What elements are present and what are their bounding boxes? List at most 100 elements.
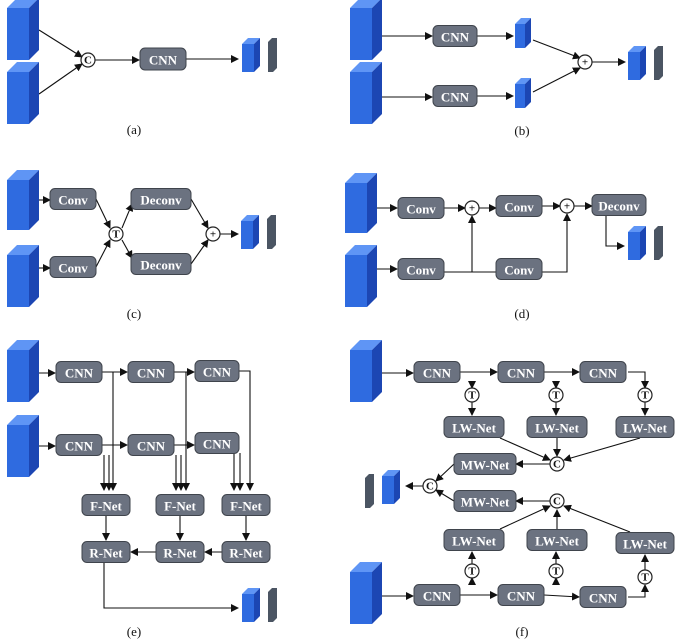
d-add-node-1: + bbox=[464, 200, 480, 216]
a-concat-node-symbol: C bbox=[84, 55, 92, 67]
e-rnet-3-label: R-Net bbox=[229, 546, 263, 561]
f-transform-bottom-2-symbol: T bbox=[552, 566, 560, 578]
f-concat-top: C bbox=[549, 456, 565, 472]
connector-arrow bbox=[628, 371, 649, 389]
f-input-bottom bbox=[350, 562, 382, 624]
connector-arrow bbox=[499, 437, 551, 461]
caption-b: (b) bbox=[514, 123, 529, 138]
c-deconv-top-label: Deconv bbox=[140, 193, 182, 208]
f-transform-bottom-1: T bbox=[464, 563, 480, 579]
d-output-feature bbox=[628, 226, 646, 260]
e-cnn-top-3: CNN bbox=[194, 360, 240, 382]
e-input-bottom bbox=[7, 415, 39, 477]
e-cnn-bottom-3-label: CNN bbox=[203, 437, 232, 452]
e-cnn-bottom-2-label: CNN bbox=[137, 439, 166, 454]
b-add-node: + bbox=[577, 54, 593, 70]
c-add-node: + bbox=[205, 226, 221, 242]
connector-arrow bbox=[605, 216, 625, 250]
c-input-bottom bbox=[7, 245, 39, 307]
b-output-result bbox=[654, 46, 663, 80]
connector-arrow bbox=[435, 489, 455, 502]
connector-arrow bbox=[38, 63, 83, 95]
c-conv-bottom: Conv bbox=[49, 256, 97, 278]
f-cnn-top-2: CNN bbox=[497, 361, 545, 383]
f-lwnet-bottom-3: LW-Net bbox=[615, 532, 675, 554]
caption-f: (f) bbox=[516, 624, 529, 639]
c-deconv-bottom-label: Deconv bbox=[140, 258, 182, 273]
f-concat-final: C bbox=[422, 478, 438, 494]
d-conv-1: Conv bbox=[397, 197, 445, 219]
f-transform-bottom-3-symbol: T bbox=[641, 572, 649, 584]
connector-arrow bbox=[563, 504, 631, 533]
connector-arrow bbox=[435, 463, 455, 482]
e-rnet-2-label: R-Net bbox=[163, 546, 197, 561]
f-cnn-bottom-2-label: CNN bbox=[507, 589, 536, 604]
e-cnn-bottom-2: CNN bbox=[127, 434, 175, 456]
a-concat-node: C bbox=[80, 52, 96, 68]
b-input-top bbox=[350, 0, 382, 60]
f-transform-top-1-symbol: T bbox=[468, 390, 476, 402]
f-cnn-bottom-1-label: CNN bbox=[423, 589, 452, 604]
c-input-top bbox=[7, 170, 39, 230]
e-cnn-top-2-label: CNN bbox=[137, 366, 166, 381]
connector-arrow bbox=[190, 239, 209, 265]
b-cnn-top-label: CNN bbox=[441, 30, 470, 45]
a-cnn-block: CNN bbox=[139, 47, 187, 71]
d-deconv: Deconv bbox=[591, 194, 647, 216]
e-fnet-2-label: F-Net bbox=[164, 499, 196, 514]
e-cnn-top-1-label: CNN bbox=[65, 366, 94, 381]
d-deconv-label: Deconv bbox=[598, 199, 640, 214]
connector-arrow bbox=[543, 592, 580, 601]
f-cnn-bottom-2: CNN bbox=[497, 584, 545, 606]
f-cnn-top-1: CNN bbox=[413, 361, 461, 383]
f-transform-top-1: T bbox=[464, 387, 480, 403]
f-output-result bbox=[365, 474, 374, 508]
f-input-top bbox=[350, 340, 382, 402]
d-conv-lower-2: Conv bbox=[495, 258, 543, 280]
connector-arrow bbox=[121, 239, 133, 259]
e-fnet-3: F-Net bbox=[221, 494, 271, 516]
f-lwnet-bottom-3-label: LW-Net bbox=[623, 537, 667, 552]
a-cnn-block-label: CNN bbox=[149, 53, 178, 68]
e-cnn-bottom-1: CNN bbox=[55, 434, 103, 456]
b-input-bottom bbox=[350, 62, 382, 124]
connector-arrow bbox=[38, 29, 83, 58]
c-deconv-bottom: Deconv bbox=[130, 253, 192, 275]
caption-c: (c) bbox=[127, 306, 141, 321]
c-output-result bbox=[267, 215, 276, 249]
connector-arrow bbox=[121, 203, 133, 229]
f-lwnet-bottom-1: LW-Net bbox=[443, 529, 505, 551]
e-output-feature bbox=[242, 588, 260, 622]
e-cnn-bottom-1-label: CNN bbox=[65, 439, 94, 454]
c-deconv-top: Deconv bbox=[130, 188, 192, 210]
f-mwnet-bottom-label: MW-Net bbox=[461, 495, 510, 510]
f-lwnet-bottom-2-label: LW-Net bbox=[535, 534, 579, 549]
a-input-top bbox=[7, 0, 39, 60]
c-transform-node: T bbox=[108, 226, 124, 242]
b-add-node-symbol: + bbox=[582, 57, 588, 69]
f-lwnet-top-3-label: LW-Net bbox=[623, 421, 667, 436]
d-input-top bbox=[345, 173, 377, 233]
f-cnn-bottom-1: CNN bbox=[413, 584, 461, 606]
f-transform-top-3: T bbox=[637, 387, 653, 403]
f-output-feature bbox=[382, 470, 400, 504]
f-cnn-top-2-label: CNN bbox=[507, 366, 536, 381]
connector-arrow bbox=[95, 198, 111, 229]
f-transform-bottom-2: T bbox=[548, 563, 564, 579]
f-lwnet-bottom-1-label: LW-Net bbox=[452, 534, 496, 549]
b-feature-top bbox=[515, 18, 531, 48]
c-add-node-symbol: + bbox=[210, 229, 216, 241]
f-lwnet-top-2: LW-Net bbox=[526, 416, 588, 438]
connector-arrow bbox=[444, 215, 476, 273]
c-conv-bottom-label: Conv bbox=[58, 261, 88, 276]
b-cnn-bottom: CNN bbox=[432, 85, 478, 107]
f-transform-bottom-1-symbol: T bbox=[468, 566, 476, 578]
d-input-bottom bbox=[345, 245, 377, 307]
e-rnet-1: R-Net bbox=[81, 541, 131, 563]
f-concat-top-symbol: C bbox=[553, 459, 561, 471]
c-conv-top-label: Conv bbox=[58, 193, 88, 208]
f-mwnet-top: MW-Net bbox=[453, 453, 517, 475]
f-transform-top-2: T bbox=[548, 387, 564, 403]
a-input-bottom bbox=[7, 62, 39, 124]
